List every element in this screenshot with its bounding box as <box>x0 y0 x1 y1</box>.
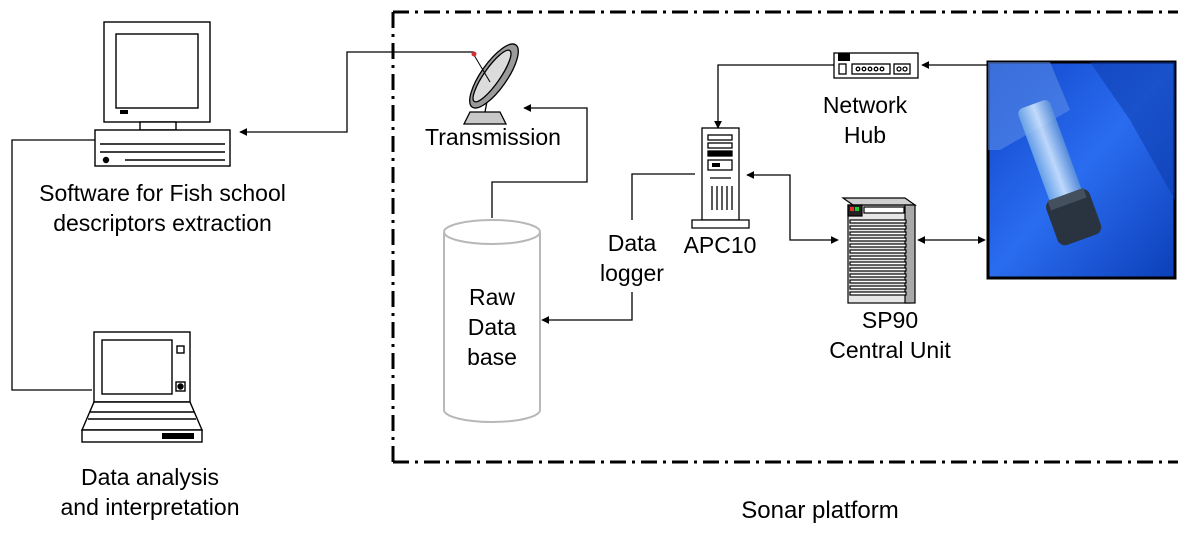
server-tower-icon <box>691 127 750 229</box>
link-hub-to-apc10 <box>714 64 834 129</box>
connections <box>11 51 990 391</box>
link-db-to-dish <box>491 104 588 218</box>
central-unit-server-icon <box>841 197 917 304</box>
analysis-label-line1: Data analysis <box>80 464 220 490</box>
datalogger-label-line2: logger <box>600 260 664 286</box>
desktop-computer-icon <box>94 21 231 167</box>
datalogger-label: Data logger <box>592 228 672 288</box>
transmission-label: Transmission <box>425 124 561 150</box>
software-label-line1: Software for Fish school <box>39 180 286 206</box>
link-dish-to-software <box>239 51 474 136</box>
apc10-label: APC10 <box>683 232 757 258</box>
link-datalogger-to-db <box>541 292 633 324</box>
sonar-transducer-photo <box>986 60 1177 280</box>
rawdb-label-line1: Raw <box>468 284 515 310</box>
rawdb-label: Raw Data base <box>452 282 532 372</box>
satellite-dish-icon <box>462 43 519 125</box>
link-apc10-to-datalogger <box>631 173 695 220</box>
analysis-label-line2: and interpretation <box>60 494 240 520</box>
sonar-platform-label: Sonar platform <box>741 497 899 524</box>
network-hub-icon <box>833 52 919 79</box>
rawdb-label-line2: Data <box>467 314 517 340</box>
network-hub-label: Network Hub <box>800 90 930 150</box>
analysis-label: Data analysis and interpretation <box>20 462 280 522</box>
laptop-icon <box>80 331 204 443</box>
datalogger-label-line1: Data <box>607 230 657 256</box>
network-hub-label-line2: Hub <box>843 122 887 148</box>
network-hub-label-line1: Network <box>822 92 908 118</box>
software-label-line2: descriptors extraction <box>53 210 272 236</box>
link-apc10-sp90 <box>746 171 839 244</box>
link-software-to-laptop <box>11 139 95 391</box>
database-cylinder-icon <box>443 219 541 423</box>
sonar-platform-boundary <box>391 10 1178 464</box>
software-label: Software for Fish school descriptors ext… <box>0 178 325 238</box>
sp90-label-line2: Central Unit <box>829 337 951 363</box>
rawdb-label-line3: base <box>467 344 517 370</box>
sp90-label-line1: SP90 <box>861 307 919 333</box>
sp90-label: SP90 Central Unit <box>810 305 970 365</box>
